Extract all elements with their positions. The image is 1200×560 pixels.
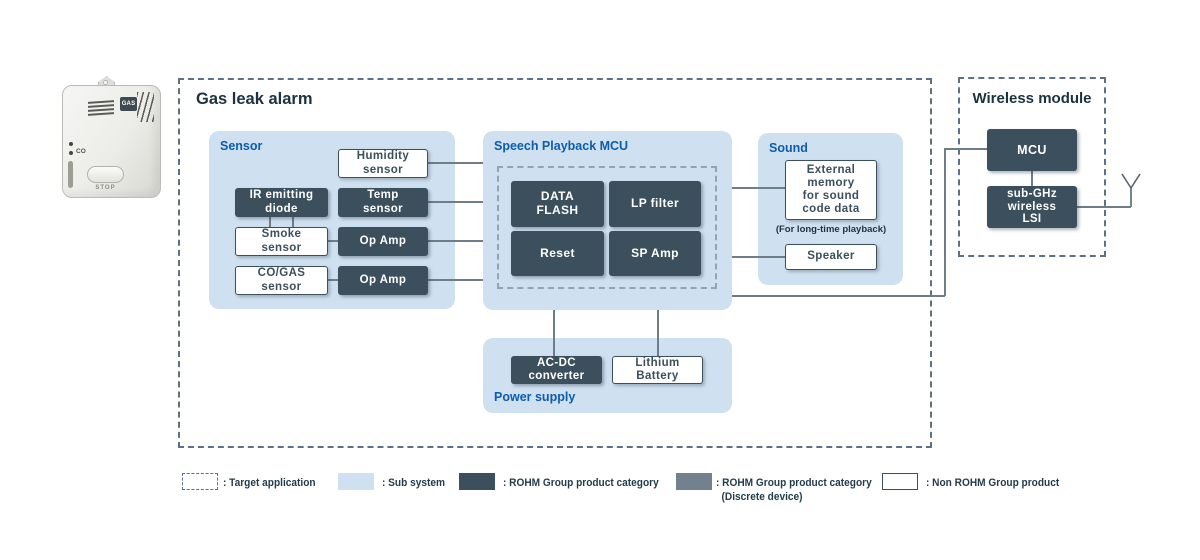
device-side-vents [137,92,154,122]
connector-smoke-to-opamp [328,240,338,242]
smoke-sensor-box: Smoke sensor [235,227,328,256]
co-gas-sensor-box: CO/GAS sensor [235,266,328,295]
connector-temp-to-mcu [428,201,483,203]
connector-mcu-to-battery [657,310,659,356]
connector-ir-to-smoke-a [269,217,271,227]
connector-opamp2-to-mcu [428,279,483,281]
device-gas-badge: GAS [120,97,137,111]
device-stop-label: STOP [95,185,116,191]
wireless-module-box [958,77,1106,257]
connector-lsi-to-antenna [1077,206,1131,208]
legend-target-application-swatch [182,473,218,490]
legend-rohm-discrete-swatch [676,473,712,490]
device-hanger-hole [103,80,108,85]
op-amp-box-1: Op Amp [338,227,428,256]
reset-box: Reset [511,231,604,276]
power-supply-label: Power supply [494,390,576,404]
lp-filter-box: LP filter [609,181,701,227]
connector-mcu-to-memory [732,187,785,189]
gas-leak-alarm-title: Gas leak alarm [196,90,313,108]
legend-non-rohm-label: : Non ROHM Group product [926,477,1060,489]
legend-rohm-discrete-line1: : ROHM Group product category [716,477,872,489]
connector-humidity-to-mcu [428,162,483,164]
wireless-mcu-box: MCU [987,129,1077,171]
antenna-icon [1121,173,1141,207]
legend-rohm-discrete-line2: (Discrete device) [721,490,803,503]
wireless-module-title: Wireless module [972,90,1092,107]
legend-rohm-product-swatch [459,473,495,490]
sp-amp-box: SP Amp [609,231,701,276]
temp-sensor-box: Temp sensor [338,188,428,217]
device-stop-button [87,166,124,183]
acdc-converter-box: AC-DC converter [511,356,602,384]
connector-wmcu-to-lsi [1031,171,1033,186]
legend-sub-system-swatch [338,473,374,490]
device-co-label: CO [76,148,86,155]
humidity-sensor-box: Humidity sensor [338,149,428,178]
legend-non-rohm-swatch [882,473,918,490]
legend-target-application-label: : Target application [223,477,316,489]
sub-ghz-wireless-lsi-box: sub-GHz wireless LSI [987,186,1077,228]
connector-opamp1-to-mcu [428,240,483,242]
connector-ir-to-smoke-b [292,217,294,227]
connector-mcu-to-speaker [732,256,785,258]
connector-mcu-to-wireless-h1 [732,295,945,297]
external-memory-note: (For long-time playback) [775,224,887,235]
data-flash-box: DATA FLASH [511,181,604,227]
device-co-led [69,151,73,155]
op-amp-box-2: Op Amp [338,266,428,295]
lithium-battery-box: Lithium Battery [612,356,703,384]
connector-mcu-to-wireless-h2 [944,148,987,150]
legend-rohm-product-label: : ROHM Group product category [503,477,659,489]
legend-sub-system-label: : Sub system [382,477,445,489]
connector-mcu-to-acdc [553,310,555,356]
device-led-indicator [69,142,73,146]
speaker-box: Speaker [785,244,877,270]
connector-cogas-to-opamp [328,279,338,281]
sensor-label: Sensor [220,139,263,153]
sound-label: Sound [769,141,808,155]
external-memory-box: External memory for sound code data [785,160,877,220]
mcu-inner-boundary [497,166,717,289]
connector-mcu-to-wireless-v [944,148,946,296]
ir-emitting-diode-box: IR emitting diode [235,188,328,217]
device-slot [68,161,73,188]
speech-playback-mcu-label: Speech Playback MCU [494,139,629,153]
gas-leak-alarm-box [178,78,932,448]
legend-rohm-discrete-label: : ROHM Group product category(Discrete d… [716,477,872,505]
